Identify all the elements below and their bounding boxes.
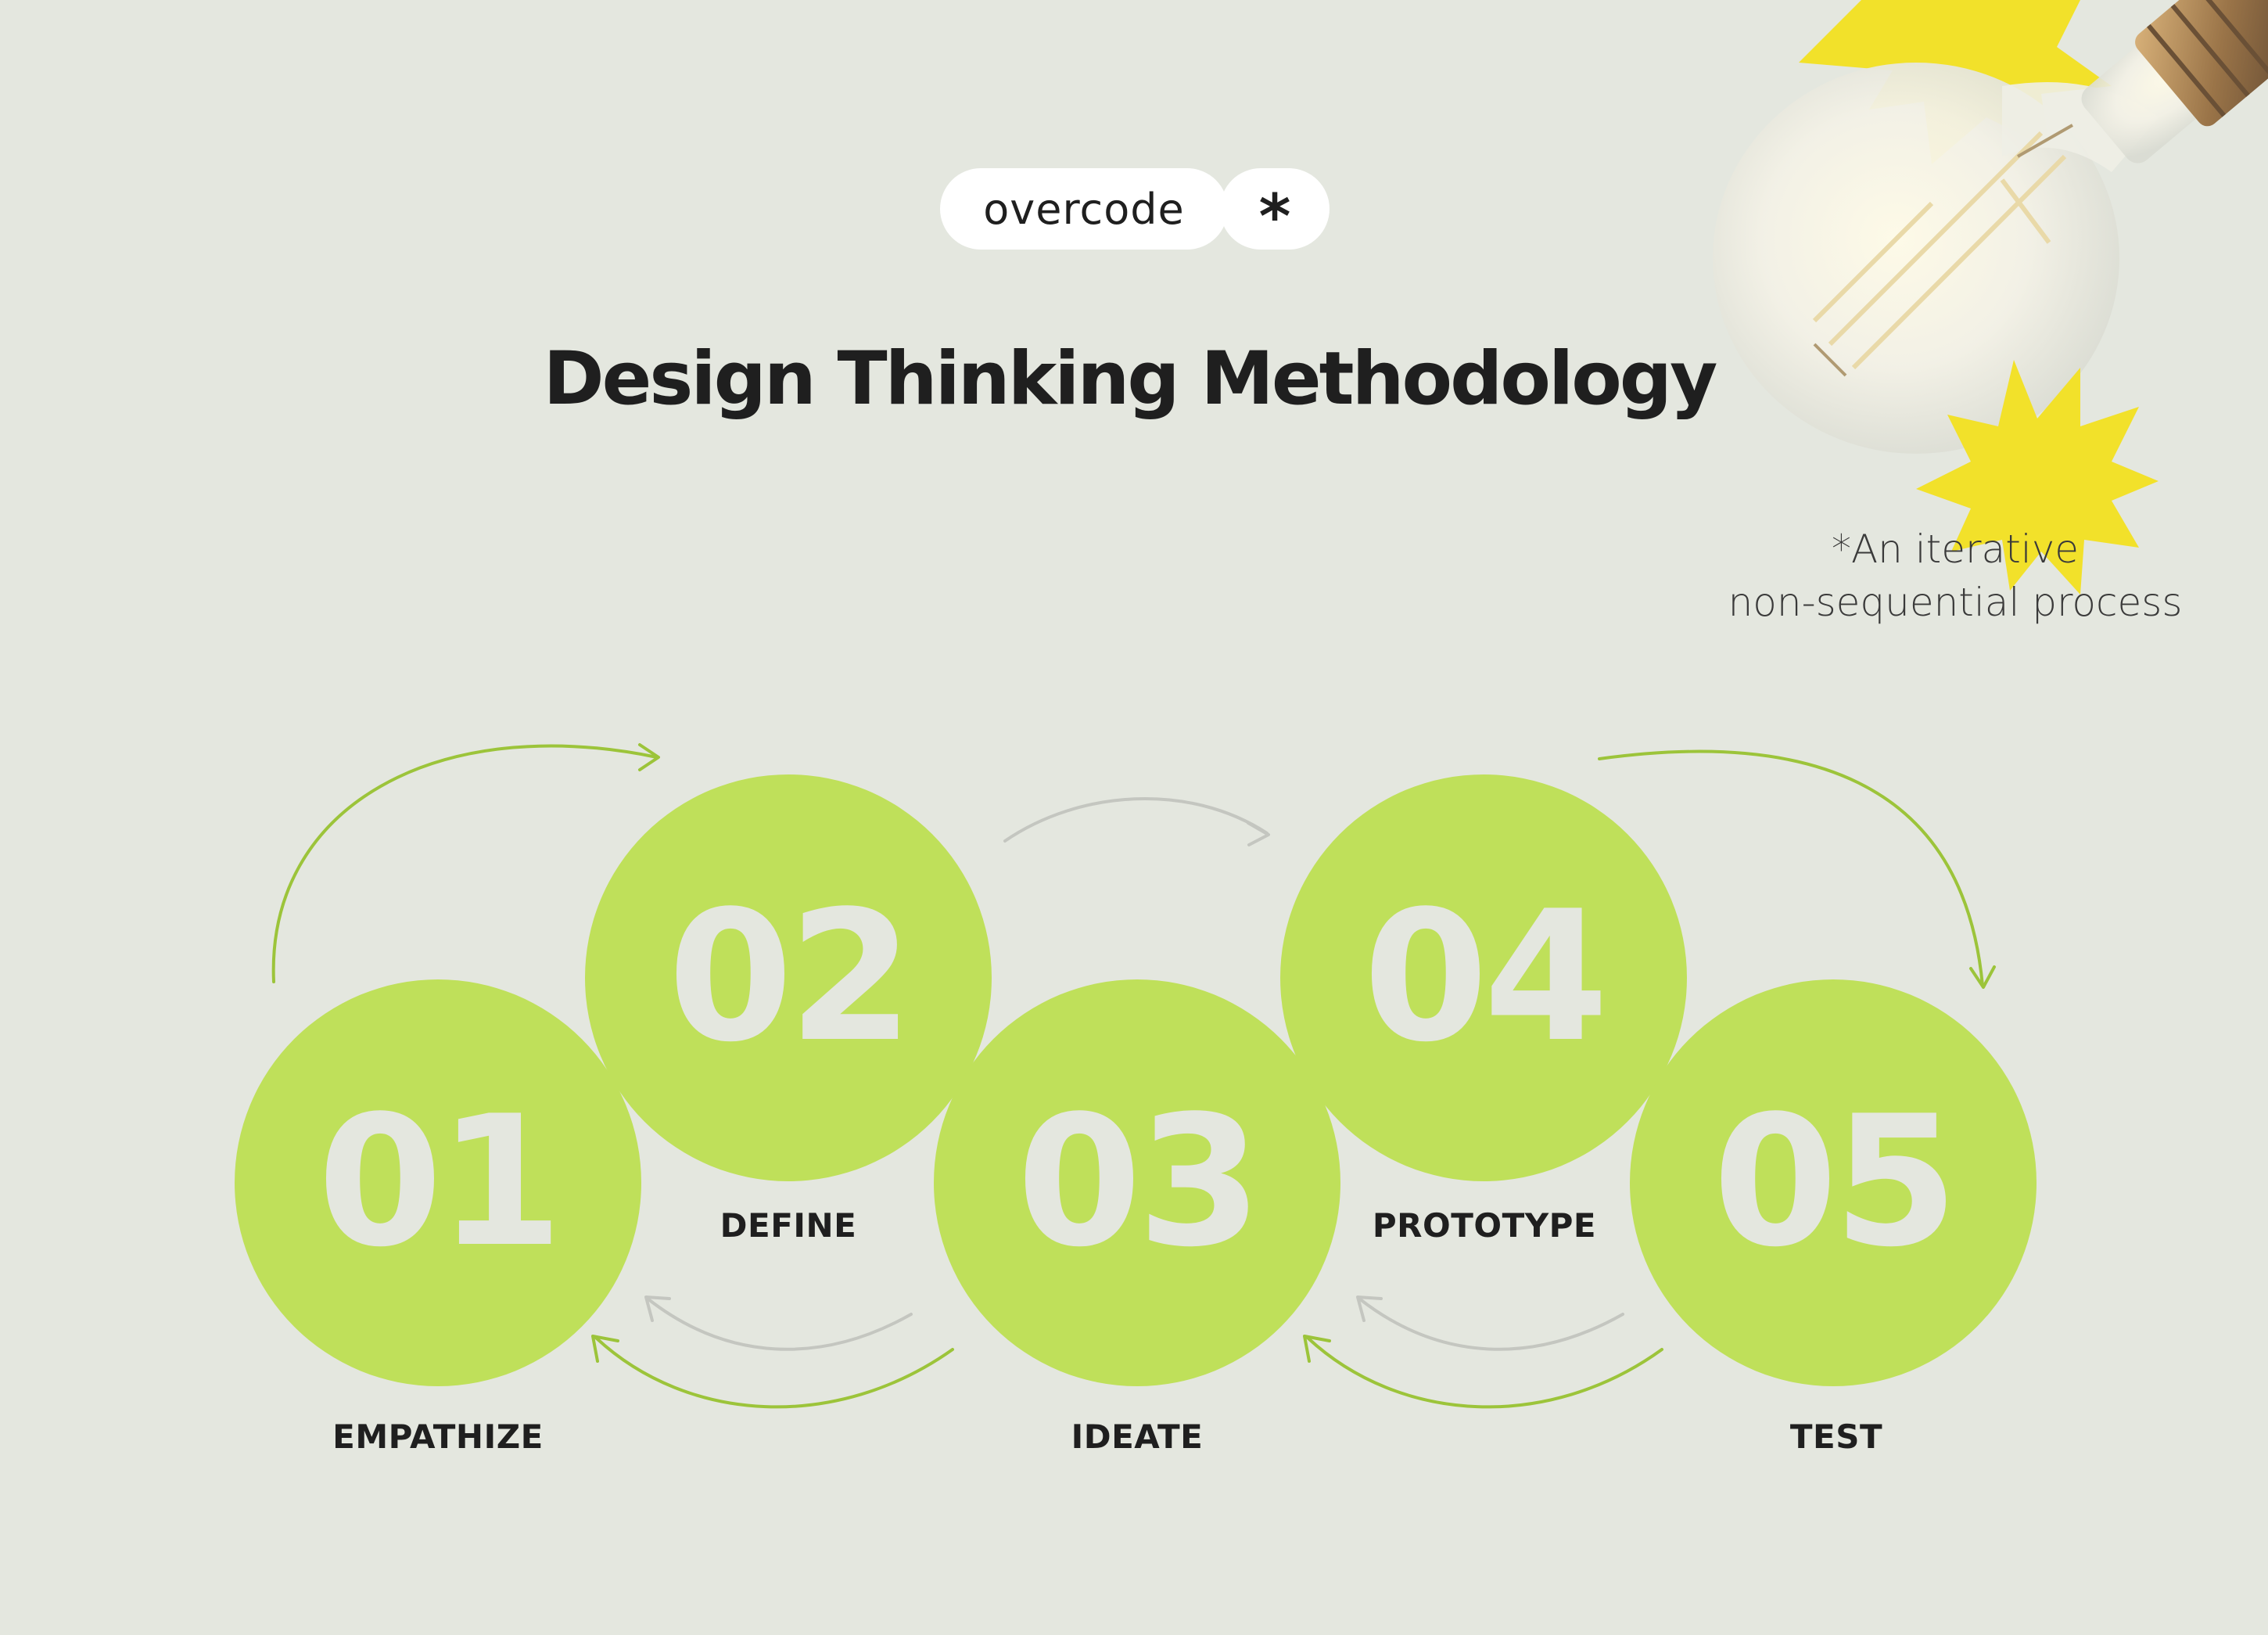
page-title: Design Thinking Methodology bbox=[543, 336, 1718, 422]
arrow-05-to-04-back bbox=[1358, 1297, 1624, 1351]
step-label-empathize: EMPATHIZE bbox=[332, 1418, 544, 1456]
step-circle-03 bbox=[934, 979, 1340, 1386]
step-number-03: 03 bbox=[1017, 1078, 1258, 1287]
arrow-02-to-03 bbox=[1003, 796, 1269, 843]
step-circle-04 bbox=[1280, 774, 1687, 1181]
step-circle-01 bbox=[235, 979, 641, 1386]
step-circles: 01 02 03 04 05 bbox=[235, 774, 2037, 1386]
step-circle-05 bbox=[1630, 979, 2037, 1386]
arrow-01-to-02 bbox=[271, 744, 659, 983]
arrow-05-to-03-back bbox=[1306, 1336, 1663, 1409]
step-number-04: 04 bbox=[1363, 873, 1604, 1082]
filament bbox=[1812, 131, 2067, 370]
brand-asterisk-icon: * bbox=[1220, 168, 1330, 250]
arrow-04-to-05 bbox=[1598, 749, 1984, 987]
process-note: *An iterative non-sequential process bbox=[1689, 523, 2221, 629]
step-label-define: DEFINE bbox=[720, 1206, 857, 1245]
step-circle-02 bbox=[585, 774, 992, 1181]
step-number-02: 02 bbox=[668, 873, 909, 1082]
arrow-03-to-02-back bbox=[646, 1297, 913, 1351]
bulb-base bbox=[2081, 0, 2268, 164]
arrow-03-to-01-back bbox=[594, 1336, 954, 1409]
process-note-line-2: non-sequential process bbox=[1728, 580, 2183, 625]
yellow-starburst-icon bbox=[1916, 360, 2159, 595]
process-note-line-1: *An iterative bbox=[1831, 526, 2080, 572]
step-number-01: 01 bbox=[318, 1078, 558, 1287]
brand-logo: overcode bbox=[940, 168, 1228, 250]
step-label-test: TEST bbox=[1789, 1418, 1883, 1456]
step-number-05: 05 bbox=[1713, 1078, 1954, 1287]
step-label-prototype: PROTOTYPE bbox=[1372, 1206, 1597, 1245]
step-label-ideate: IDEATE bbox=[1071, 1418, 1204, 1456]
